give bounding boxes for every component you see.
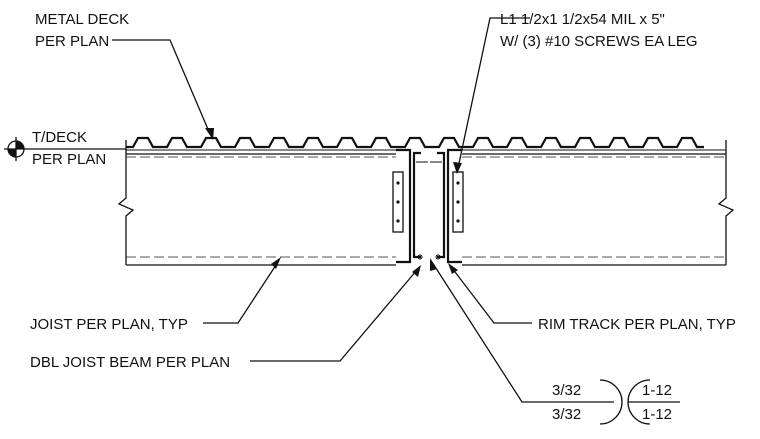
break-line-right xyxy=(717,140,735,265)
section-ref-left-bottom: 3/32 xyxy=(552,406,581,423)
joist-label: JOIST PER PLAN, TYP xyxy=(30,316,188,333)
leader-joist xyxy=(203,257,281,324)
leader-dbl-joist xyxy=(250,265,421,362)
rim-track-label: RIM TRACK PER PLAN, TYP xyxy=(538,316,736,333)
break-line-left xyxy=(117,140,135,265)
angle-label-line1: L1 1/2x1 1/2x54 MIL x 5" xyxy=(500,11,665,28)
section-ref-left-top: 3/32 xyxy=(552,382,581,399)
leader-rim-track xyxy=(448,263,532,324)
metal-deck-label-line1: METAL DECK xyxy=(35,11,129,28)
tdeck-label-line2: PER PLAN xyxy=(32,151,106,168)
joist-left xyxy=(117,140,396,266)
section-reference-bubble-right: 1-12 1-12 xyxy=(627,379,680,425)
section-ref-right-bottom: 1-12 xyxy=(642,406,672,423)
leader-metal-deck xyxy=(112,39,214,140)
metal-deck-profile xyxy=(126,136,704,149)
clip-angle-right xyxy=(452,171,464,233)
rim-track-right xyxy=(446,148,462,264)
dbl-joist-label: DBL JOIST BEAM PER PLAN xyxy=(30,354,230,371)
double-joist-beam xyxy=(412,151,446,260)
rim-track-left xyxy=(396,148,412,264)
section-cut-leader xyxy=(430,258,614,403)
metal-deck-label-line2: PER PLAN xyxy=(35,33,109,50)
section-reference-bubble-left: 3/32 3/32 xyxy=(552,379,623,425)
tdeck-label-line1: T/DECK xyxy=(32,129,87,146)
elevation-marker-icon xyxy=(4,137,28,161)
section-ref-right-top: 1-12 xyxy=(642,382,672,399)
joist-right xyxy=(462,140,735,266)
leader-angle xyxy=(453,17,530,174)
angle-label-line2: W/ (3) #10 SCREWS EA LEG xyxy=(500,33,698,50)
clip-angle-left xyxy=(392,171,404,233)
